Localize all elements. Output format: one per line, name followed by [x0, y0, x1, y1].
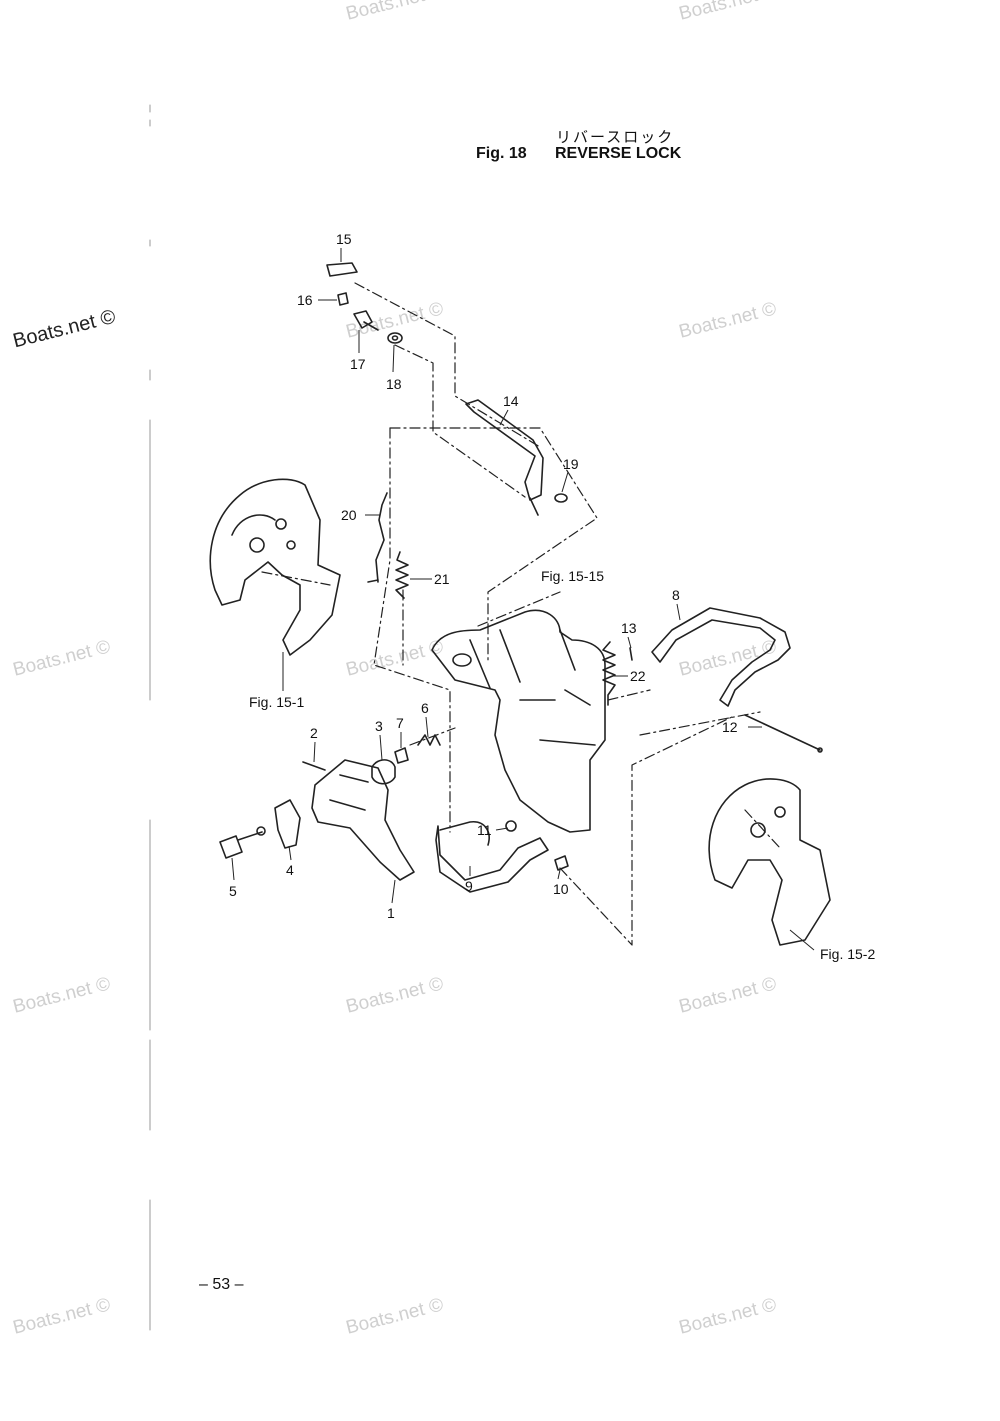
ref-fig-15-2: Fig. 15-2 [820, 946, 875, 962]
fig-15-15-housing [431, 609, 606, 833]
part-17-pin [353, 310, 379, 331]
part-7-nut [394, 747, 409, 764]
callout-20: 20 [341, 507, 357, 523]
callout-2: 2 [310, 725, 318, 741]
callout-7: 7 [396, 715, 404, 731]
callout-12: 12 [722, 719, 738, 735]
part-19-washer [554, 493, 568, 503]
part-22-spring [602, 641, 616, 706]
fig-15-1-bracket [209, 478, 341, 656]
part-18-washer [387, 332, 403, 344]
ref-fig-15-15: Fig. 15-15 [541, 568, 604, 584]
callout-19: 19 [563, 456, 579, 472]
part-5-bolt [219, 831, 263, 859]
figure-references: Fig. 15-1 Fig. 15-15 Fig. 15-2 [249, 568, 875, 962]
callout-18: 18 [386, 376, 402, 392]
callout-3: 3 [375, 718, 383, 734]
leader-lines [261, 282, 781, 946]
callout-15: 15 [336, 231, 352, 247]
part-14-lever [465, 399, 544, 501]
ref-fig-15-1: Fig. 15-1 [249, 694, 304, 710]
callout-labels: 15 16 17 18 14 19 20 21 8 13 22 12 2 3 7… [229, 231, 738, 921]
callout-17: 17 [350, 356, 366, 372]
part-9-lever [435, 825, 549, 893]
part-3-bush [371, 759, 396, 785]
part-16-pin [337, 292, 349, 306]
part-20-rod [375, 492, 388, 583]
part-1-bracket [311, 759, 415, 881]
part-13-pin [629, 647, 633, 661]
callout-9: 9 [465, 878, 473, 894]
callout-1: 1 [387, 905, 395, 921]
callout-10: 10 [553, 881, 569, 897]
title-japanese: リバースロック [556, 128, 675, 146]
part-11-nut [505, 820, 517, 832]
figure-number: Fig. 18 [476, 145, 527, 162]
callout-22: 22 [630, 668, 646, 684]
callout-16: 16 [297, 292, 313, 308]
callout-4: 4 [286, 862, 294, 878]
part-2-pin [302, 761, 326, 771]
part-21-spring [395, 551, 409, 599]
callout-14: 14 [503, 393, 519, 409]
part-8-lever [651, 607, 791, 707]
callout-11: 11 [477, 822, 492, 838]
part-15-clip [326, 262, 358, 277]
fig-15-2-bracket [708, 778, 831, 946]
figure-title: REVERSE LOCK [555, 145, 682, 162]
part-10-bolt [554, 855, 569, 871]
callout-leaders [231, 248, 815, 951]
callout-5: 5 [229, 883, 237, 899]
callout-8: 8 [672, 587, 680, 603]
callout-13: 13 [621, 620, 637, 636]
callout-6: 6 [421, 700, 429, 716]
part-6-spring [417, 734, 441, 746]
part-4-plate [274, 799, 301, 849]
callout-21: 21 [434, 571, 450, 587]
part-12-rod [744, 714, 821, 751]
page-number: – 53 – [199, 1276, 244, 1293]
